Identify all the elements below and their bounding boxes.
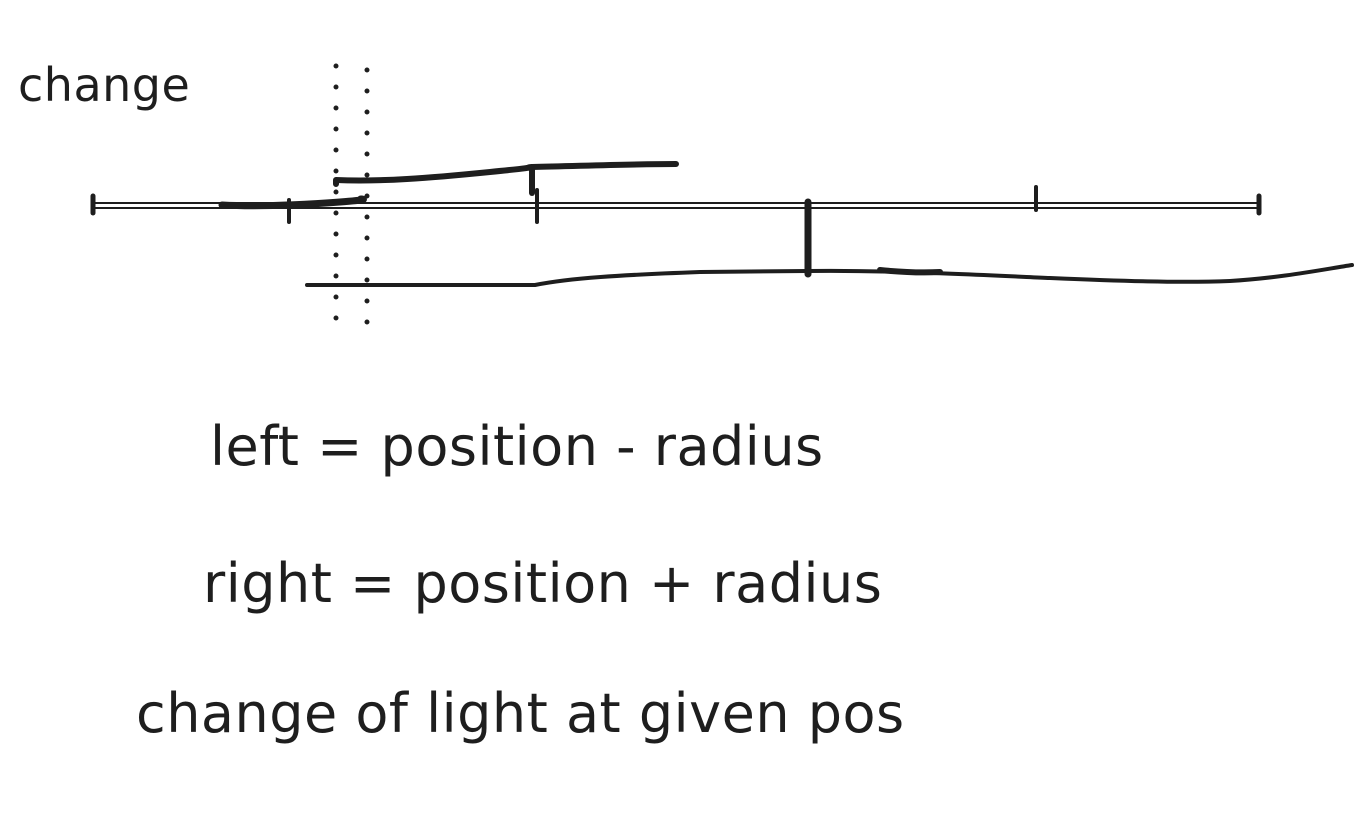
- lower-step-curve: [305, 198, 1354, 287]
- left-formula-label: left = position - radius: [210, 415, 824, 478]
- dotted-guide-lines: [333, 63, 370, 329]
- change-label: change: [18, 58, 191, 112]
- upper-step-curve: [333, 161, 679, 196]
- right-formula-label: right = position + radius: [203, 552, 883, 615]
- change-of-light-label: change of light at given pos: [136, 682, 905, 745]
- highlight-segment: [218, 195, 367, 210]
